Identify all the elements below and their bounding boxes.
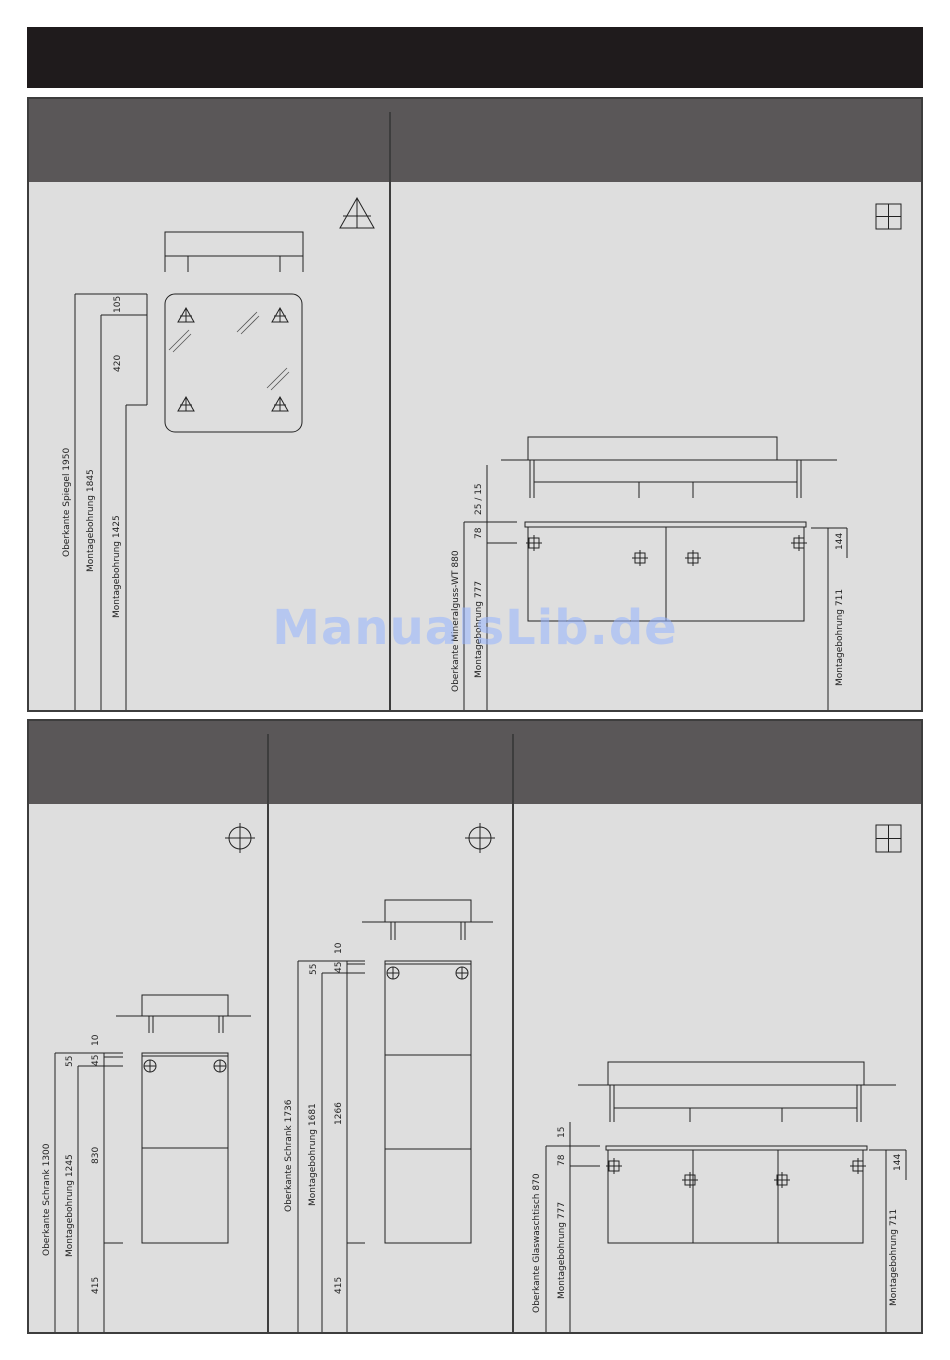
basin-oberkante-label: Oberkante Mineralguss-WT 880: [451, 550, 461, 692]
basin-montage2-label: Montagebohrung 711: [835, 589, 845, 686]
glass-basin-top-view: [607, 1061, 865, 1086]
mirror-dim-420: 420: [113, 355, 123, 372]
cabinet-tall-dim-55: 55: [309, 964, 319, 975]
cabinet-small-dim-55: 55: [65, 1056, 75, 1067]
basin-top-slab: [524, 521, 807, 528]
cabinet-small-dim-830: 830: [91, 1147, 101, 1164]
mirror-drawing: Oberkante Spiegel 1950 Montagebohrung 18…: [62, 196, 375, 710]
mount-circle-icons: [386, 966, 469, 980]
mirror-dim-105: 105: [113, 296, 123, 313]
cabinet-tall-oberkante-label: Oberkante Schrank 1736: [284, 1099, 294, 1212]
cabinet-tall-dim-10: 10: [334, 942, 344, 954]
cabinet-small-montage-label: Montagebohrung 1245: [65, 1154, 75, 1257]
mount-square-icons: [526, 535, 807, 566]
mirror-montage2-label: Montagebohrung 1425: [112, 515, 122, 618]
basin-montage1-label: Montagebohrung 777: [474, 581, 484, 678]
basin-dim-2515: 25 / 15: [474, 483, 484, 515]
bottom-panel-header: [29, 721, 921, 804]
circle-cross-symbol-icon: [465, 823, 495, 853]
glass-basin-drawing: Oberkante Glaswaschtisch 870 Montagebohr…: [532, 824, 907, 1332]
mirror-top-view: [164, 231, 304, 257]
top-panel-divider: [389, 112, 391, 710]
cabinet-tall-dim-1266: 1266: [334, 1102, 344, 1125]
mirror-montage1-label: Montagebohrung 1845: [86, 469, 96, 572]
cabinet-small-dim-45: 45: [91, 1055, 101, 1066]
cabinet-small-dim-10: 10: [91, 1034, 101, 1046]
cabinet-tall-dim-45: 45: [334, 962, 344, 973]
basin-drawing: Oberkante Mineralguss-WT 880 Montagebohr…: [451, 203, 902, 710]
top-panel-header: [29, 99, 921, 182]
cabinet-small-dim-415: 415: [91, 1277, 101, 1294]
basin-top-view: [527, 436, 778, 461]
glass-basin-dim-15: 15: [557, 1127, 567, 1138]
top-panel: [27, 97, 923, 712]
bottom-panel-divider-2: [512, 734, 514, 1332]
cabinet-small-oberkante-label: Oberkante Schrank 1300: [42, 1143, 52, 1256]
header-bar: [27, 27, 923, 88]
square-cross-symbol-icon: [875, 203, 902, 230]
cabinet-tall-top-view: [384, 899, 472, 923]
cabinet-tall-front-view: [384, 960, 472, 1244]
glass-basin-oberkante-label: Oberkante Glaswaschtisch 870: [532, 1173, 542, 1313]
mount-triangle-icons: [177, 306, 289, 412]
mount-circle-icons: [143, 1059, 227, 1073]
basin-dim-78: 78: [474, 527, 484, 539]
glass-basin-montage2-label: Montagebohrung 711: [889, 1209, 899, 1306]
cabinet-tall-montage-label: Montagebohrung 1681: [308, 1103, 318, 1206]
cabinet-tall-drawing: Oberkante Schrank 1736 Montagebohrung 16…: [284, 823, 495, 1332]
glass-reflection-marks: [168, 311, 290, 391]
circle-cross-symbol-icon: [225, 823, 255, 853]
glass-basin-dim-144: 144: [893, 1154, 903, 1171]
mirror-oberkante-label: Oberkante Spiegel 1950: [62, 448, 72, 557]
triangle-symbol-icon: [339, 196, 375, 229]
cabinet-small-top-view: [141, 994, 229, 1017]
glass-basin-dim-78: 78: [557, 1154, 567, 1166]
glass-basin-cabinet: [607, 1149, 864, 1244]
basin-dim-144: 144: [835, 533, 845, 550]
mount-square-icons: [606, 1158, 866, 1188]
bottom-panel-divider-1: [267, 734, 269, 1332]
cabinet-tall-dim-415: 415: [334, 1277, 344, 1294]
glass-basin-top-slab: [605, 1145, 868, 1151]
square-cross-symbol-icon: [875, 824, 902, 853]
cabinet-small-drawing: Oberkante Schrank 1300 Montagebohrung 12…: [42, 823, 255, 1332]
watermark: ManualsLib.de: [272, 600, 678, 656]
bottom-panel: [27, 719, 923, 1334]
mirror-front-view: [164, 293, 303, 433]
glass-basin-montage1-label: Montagebohrung 777: [557, 1202, 567, 1299]
